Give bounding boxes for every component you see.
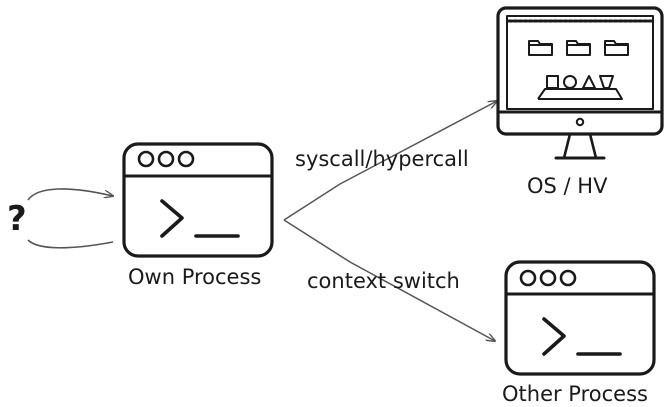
own-process-window-icon xyxy=(122,142,274,258)
other-process-window-icon xyxy=(504,260,656,376)
monitor-icon xyxy=(496,6,664,160)
folder-icon xyxy=(566,40,591,56)
context-switch-edge-label: context switch xyxy=(307,269,460,293)
syscall-edge-label: syscall/hypercall xyxy=(295,147,469,171)
taskbar-dock-icon xyxy=(537,75,623,100)
syscall-edge-arrow xyxy=(283,101,497,221)
self-loop-arrow xyxy=(27,188,113,249)
os-hv-label: OS / HV xyxy=(527,174,608,198)
folder-icon xyxy=(604,40,629,56)
self-loop-label: ? xyxy=(7,199,27,239)
folder-icon xyxy=(528,40,553,56)
context-switch-edge-arrow xyxy=(283,219,495,341)
other-process-label: Other Process xyxy=(502,382,648,406)
own-process-label: Own Process xyxy=(128,265,262,289)
